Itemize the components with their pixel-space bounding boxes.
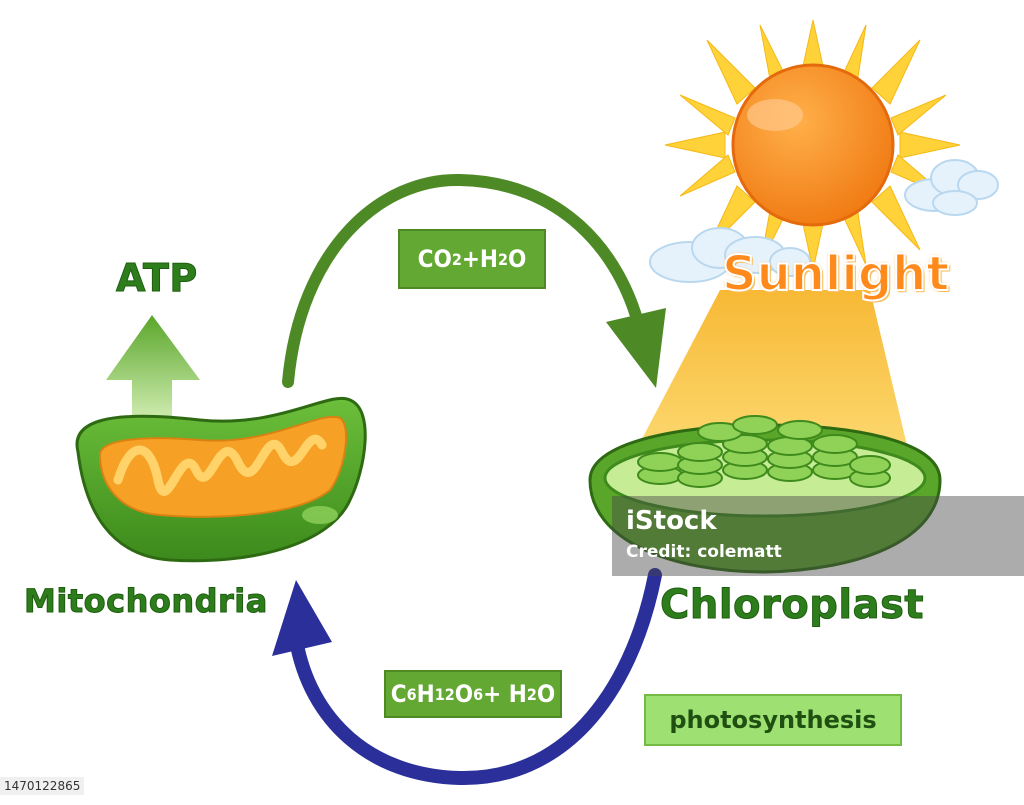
up-arrow-icon <box>106 315 200 425</box>
cycle-arrow-top-head <box>606 308 666 388</box>
photosynthesis-label-box: photosynthesis <box>644 694 902 746</box>
formula-bottom-part3: O <box>454 680 474 708</box>
cristae <box>113 434 327 496</box>
formula-bottom-sub4: 2 <box>526 684 537 704</box>
watermark-logo: iStock <box>626 506 717 536</box>
mitochondria-organelle <box>75 396 367 563</box>
cloud-icon-right <box>904 159 999 216</box>
formula-bottom-part2: H <box>416 680 435 708</box>
atp-label: ATP <box>116 256 198 301</box>
cycle-arrow-bottom <box>289 568 662 786</box>
formula-bottom-part4: + H <box>483 680 527 708</box>
sun-highlight <box>747 99 803 131</box>
formula-bottom-sub1: 6 <box>406 684 417 704</box>
cloud-icon <box>649 227 811 283</box>
formula-bottom-sub3: 6 <box>473 684 484 704</box>
chloroplast-organelle <box>588 415 942 574</box>
formula-top-sub2: 2 <box>498 249 509 269</box>
sunlight-label: Sunlight <box>721 245 950 303</box>
cycle-arrow-top <box>282 173 646 388</box>
formula-top-sub1: 2 <box>451 249 462 269</box>
formula-top-part3: O <box>508 245 527 273</box>
formula-bottom-part5: O <box>536 680 556 708</box>
sun-icon <box>731 63 895 227</box>
cycle-arrow-bottom-head <box>272 580 332 656</box>
chloroplast-label: Chloroplast <box>660 582 925 629</box>
thylakoid-stacks <box>637 415 891 488</box>
formula-bottom-sub2: 12 <box>434 684 455 704</box>
photosynthesis-label: photosynthesis <box>669 706 877 734</box>
formula-top-part2: +H <box>461 245 498 273</box>
watermark-credit: Credit: colematt <box>626 542 782 562</box>
watermark-band <box>612 496 1024 576</box>
formula-top-part1: CO <box>417 245 452 273</box>
mitochondria-label: Mitochondria <box>24 582 268 621</box>
formula-bottom-part1: C <box>390 680 407 708</box>
image-id: 1470122865 <box>0 777 85 795</box>
